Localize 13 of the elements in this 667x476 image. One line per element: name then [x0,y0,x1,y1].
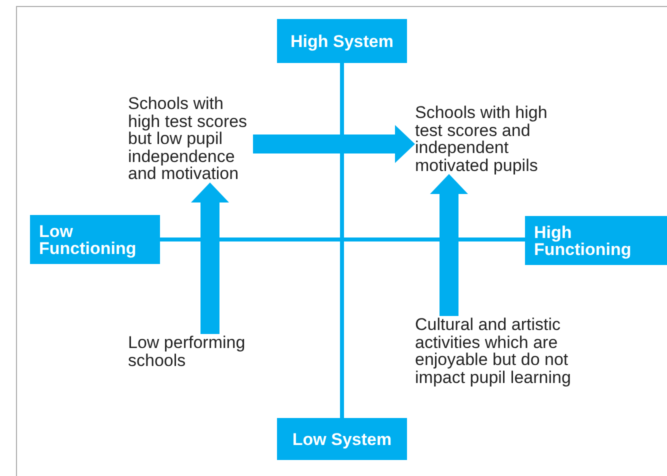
quadrant-text: Cultural and artistic activities which are enjoyable but do not impact pupil learning [415,316,577,386]
axis-label: High System [277,19,407,63]
axis-line [340,63,344,418]
block-arrow [191,182,229,334]
axis-label: High Functioning [525,216,667,265]
quadrant-text: Schools with high test scores and independent motivated pupils [415,104,565,174]
quadrant-text: Schools with high test scores but low pupil independence and motivation [128,95,253,182]
quadrant-text: Low performing schools [128,334,248,369]
block-arrow [430,174,468,316]
axis-label: Low Functioning [30,215,160,264]
axis-label: Low System [277,418,407,460]
axis-line [160,238,525,242]
block-arrow [253,125,415,163]
